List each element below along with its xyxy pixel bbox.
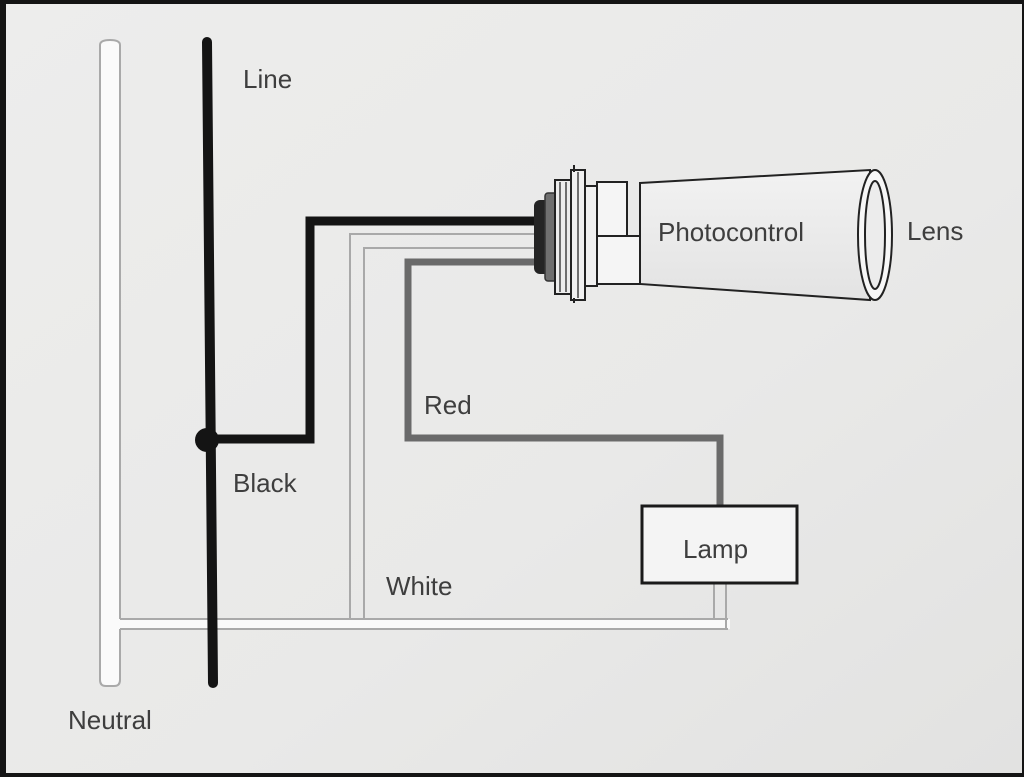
- label-neutral: Neutral: [68, 705, 152, 735]
- label-line: Line: [243, 64, 292, 94]
- label-white: White: [386, 571, 452, 601]
- lamp-box: [640, 504, 799, 585]
- splice-junction: [195, 428, 219, 452]
- label-photocontrol: Photocontrol: [658, 217, 804, 247]
- label-lens: Lens: [907, 216, 963, 246]
- photocontrol-device: [534, 165, 893, 303]
- label-red: Red: [424, 390, 472, 420]
- label-lamp: Lamp: [683, 534, 748, 564]
- label-black: Black: [233, 468, 298, 498]
- line-wire: [202, 37, 218, 688]
- paper-background: [6, 4, 1022, 773]
- white-wire: [349, 233, 727, 629]
- neutral-wire: [99, 38, 730, 687]
- red-wire: [404, 258, 724, 507]
- black-wire: [209, 216, 540, 444]
